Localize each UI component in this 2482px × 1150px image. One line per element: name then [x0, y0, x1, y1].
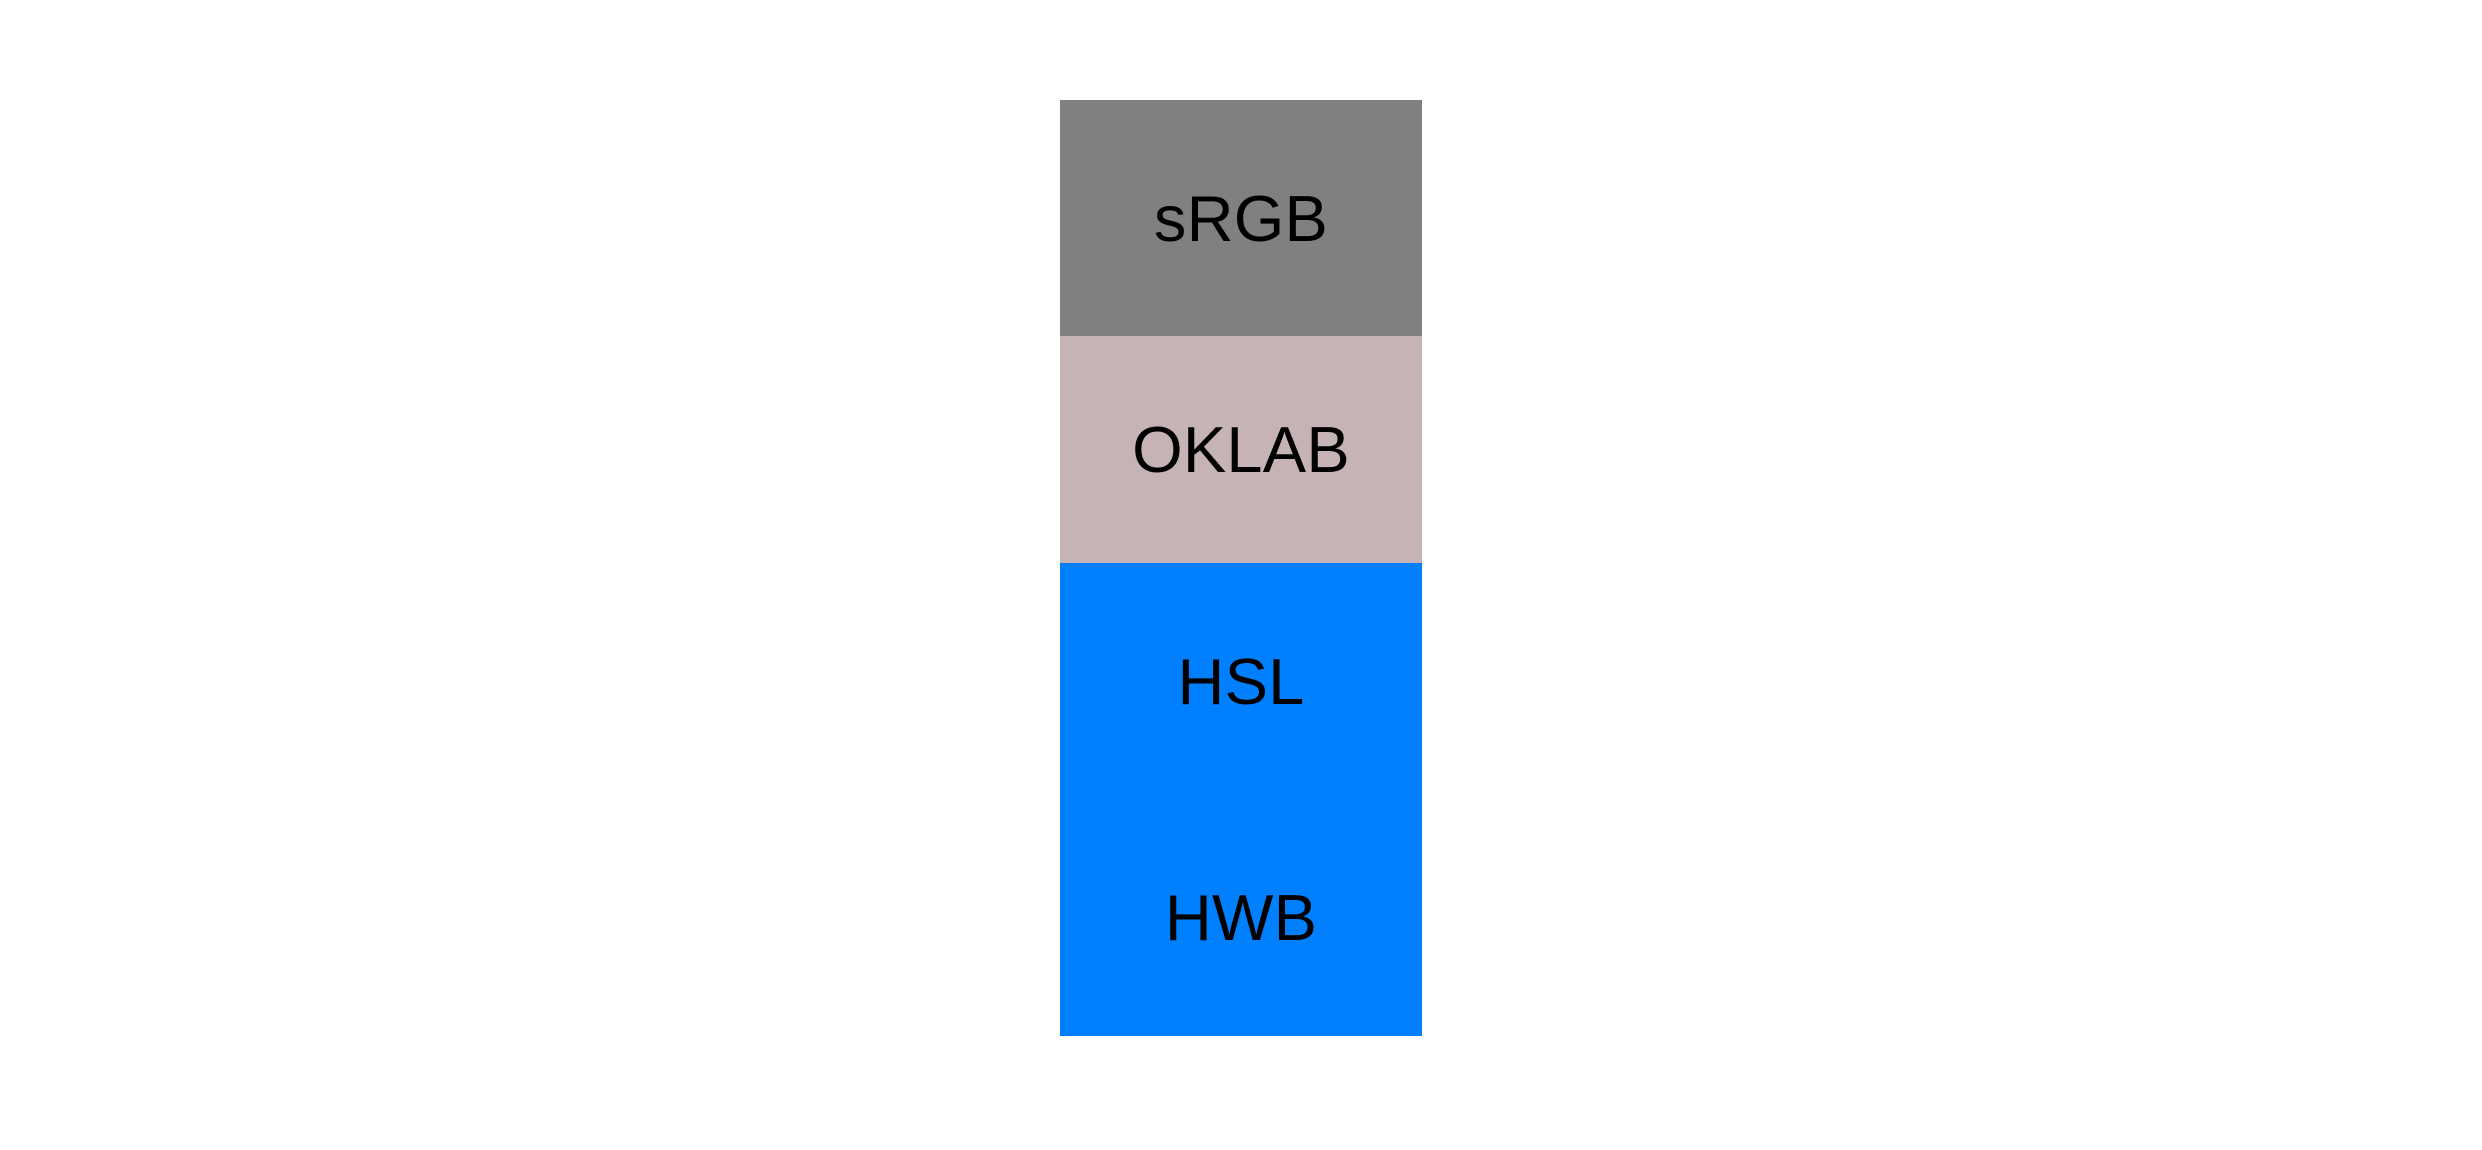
swatch-label-hsl: HSL: [1177, 644, 1305, 718]
swatch-hwb: HWB: [1060, 799, 1422, 1036]
color-space-swatch-stack: sRGB OKLAB HSL HWB: [1060, 100, 1422, 1036]
swatch-label-hwb: HWB: [1164, 881, 1318, 954]
swatch-label-srgb: sRGB: [1153, 181, 1329, 255]
swatch-label-oklab: OKLAB: [1132, 413, 1350, 486]
swatch-hsl: HSL: [1060, 563, 1422, 799]
swatch-oklab: OKLAB: [1060, 336, 1422, 563]
swatch-srgb: sRGB: [1060, 100, 1422, 336]
